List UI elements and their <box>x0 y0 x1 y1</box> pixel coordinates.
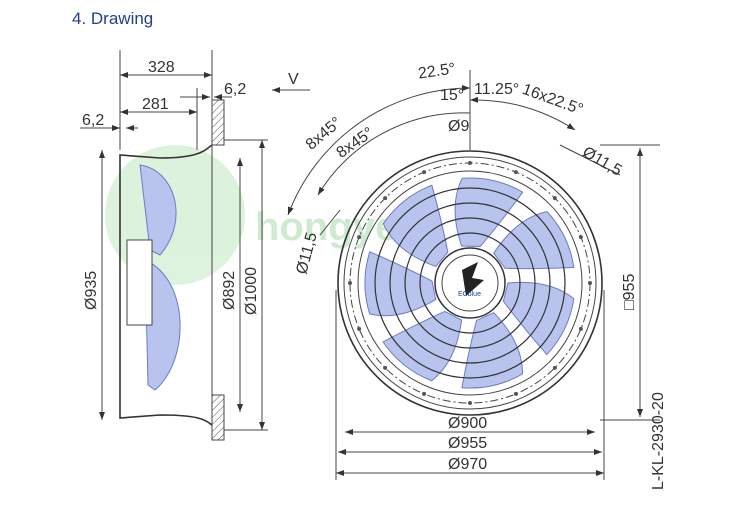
drawing-number: L-KL-2930-20 <box>650 392 667 490</box>
mounting-hole <box>357 326 362 331</box>
side-view: 328 281 6,2 6,2 V Ø935 Ø892 Ø1000 <box>80 50 310 441</box>
dim-900: Ø900 <box>448 415 487 432</box>
mounting-hole <box>552 365 557 370</box>
dim-hole-9: Ø9 <box>448 118 469 135</box>
fan-blade <box>461 312 523 389</box>
mounting-hole <box>422 170 427 175</box>
dim-6-2-left: 6,2 <box>82 112 104 129</box>
mounting-hole <box>357 235 362 240</box>
dim-angle-11-25: 11.25° <box>474 81 519 98</box>
dim-hole-11-5-right: Ø11,5 <box>579 144 624 180</box>
fan-blade <box>382 310 463 382</box>
fan-blade <box>493 211 575 270</box>
mounting-hole <box>578 235 583 240</box>
dim-935: Ø935 <box>83 271 100 310</box>
section-title: 4. Drawing <box>72 9 154 28</box>
mounting-hole <box>578 326 583 331</box>
mounting-hole <box>552 196 557 201</box>
view-marker: V <box>288 71 299 88</box>
dim-281: 281 <box>142 96 169 113</box>
ecblue-logo-icon <box>462 262 484 296</box>
dim-square-955: □955 <box>621 274 638 310</box>
mounting-hole <box>348 281 352 285</box>
dim-970: Ø970 <box>448 456 487 473</box>
dim-328: 328 <box>148 59 175 76</box>
dim-6-2-right: 6,2 <box>224 81 246 98</box>
mounting-hole <box>513 170 518 175</box>
mounting-hole <box>588 281 592 285</box>
dim-angle-15: 15° <box>440 87 464 104</box>
mounting-hole <box>468 161 472 165</box>
dim-16x22-5: 16x22.5° <box>520 81 585 119</box>
dim-1000: Ø1000 <box>243 267 260 315</box>
fan-blade <box>364 251 437 317</box>
fan-blade <box>502 281 575 356</box>
mounting-hole <box>383 365 388 370</box>
dim-angle-22-5: 22.5° <box>417 61 457 83</box>
mounting-hole <box>468 401 472 405</box>
mounting-hole <box>422 391 427 396</box>
mounting-hole <box>383 196 388 201</box>
mounting-hole <box>513 391 518 396</box>
dim-892: Ø892 <box>221 271 238 310</box>
front-view: ECblue 22.5° 15° 11.25° 16x22.5° 8x45° 8… <box>287 61 667 490</box>
hub-label: ECblue <box>458 291 481 298</box>
dim-955: Ø955 <box>448 435 487 452</box>
